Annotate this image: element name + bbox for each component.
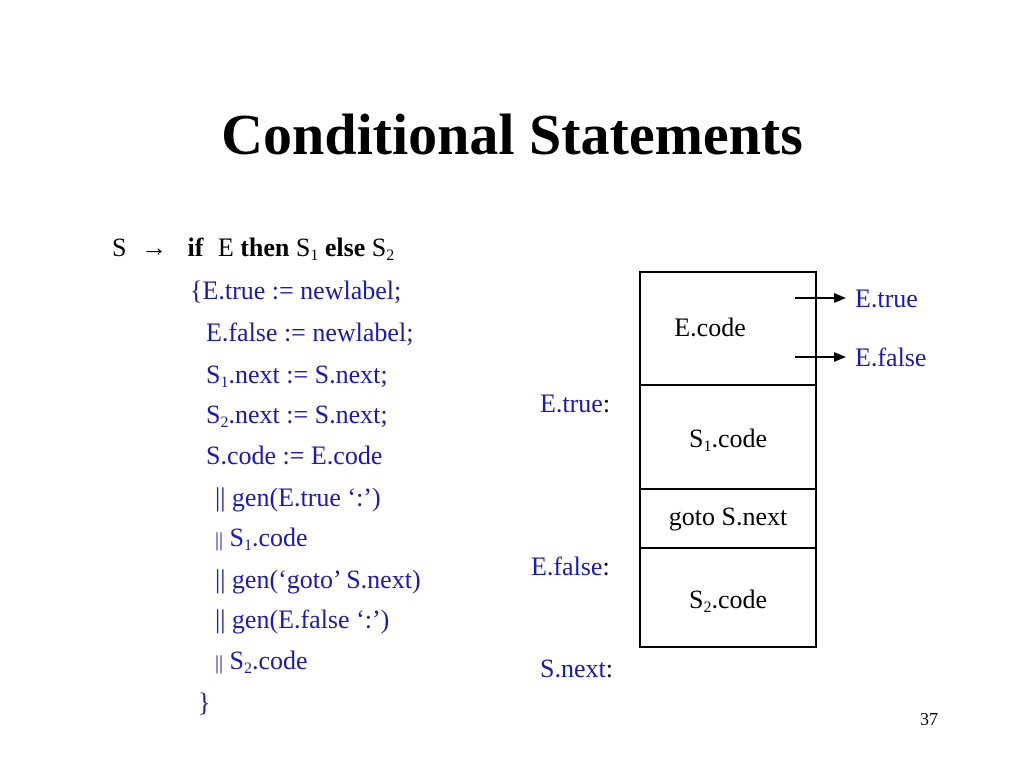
- rule-s2next: S2.next := S.next;: [206, 400, 388, 431]
- label-efalse: E.false:: [531, 552, 610, 581]
- keyword-if: if: [187, 233, 204, 262]
- slide-title: Conditional Statements: [221, 102, 803, 167]
- keyword-then: then: [240, 233, 290, 262]
- page-number: 37: [920, 709, 938, 729]
- box-s1code-label: S1.code: [688, 424, 768, 455]
- keyword-else: else: [324, 233, 366, 262]
- production-s1: S1: [295, 233, 319, 264]
- rule-cat-s1code: || S1.code: [215, 523, 308, 554]
- arrow-efalse-label: E.false: [855, 343, 927, 372]
- production-line: S → if E then S1 else S2: [112, 233, 395, 264]
- rule-cat-s2code: || S2.code: [215, 646, 308, 677]
- box-goto: goto S.next: [639, 488, 817, 547]
- production-arrow: →: [140, 233, 167, 262]
- production-e: E: [217, 233, 234, 262]
- box-ecode-label: E.code: [674, 313, 746, 342]
- rule-gen-etrue: || gen(E.true ‘:’): [215, 483, 381, 512]
- rule-etrue: {E.true := newlabel;: [190, 276, 402, 305]
- box-s2code-label: S2.code: [688, 585, 768, 616]
- box-ecode: E.code: [639, 271, 817, 384]
- label-snext: S.next:: [540, 654, 613, 683]
- arrow-efalse-head: [834, 352, 846, 362]
- rule-gen-efalse: || gen(E.false ‘:’): [215, 605, 390, 634]
- arrow-etrue-label: E.true: [855, 284, 918, 313]
- rule-gen-goto: || gen(‘goto’ S.next): [215, 565, 421, 594]
- rule-scode: S.code := E.code: [206, 441, 383, 470]
- rule-close: }: [198, 688, 211, 717]
- label-etrue: E.true:: [540, 389, 611, 418]
- box-s2code: S2.code: [639, 547, 817, 648]
- box-goto-label: goto S.next: [668, 502, 788, 531]
- box-s1code: S1.code: [639, 384, 817, 488]
- arrow-etrue-head: [834, 293, 846, 303]
- production-s2: S2: [371, 233, 395, 264]
- rule-s1next: S1.next := S.next;: [206, 360, 388, 391]
- production-lhs: S: [112, 233, 127, 262]
- rule-efalse: E.false := newlabel;: [206, 318, 414, 347]
